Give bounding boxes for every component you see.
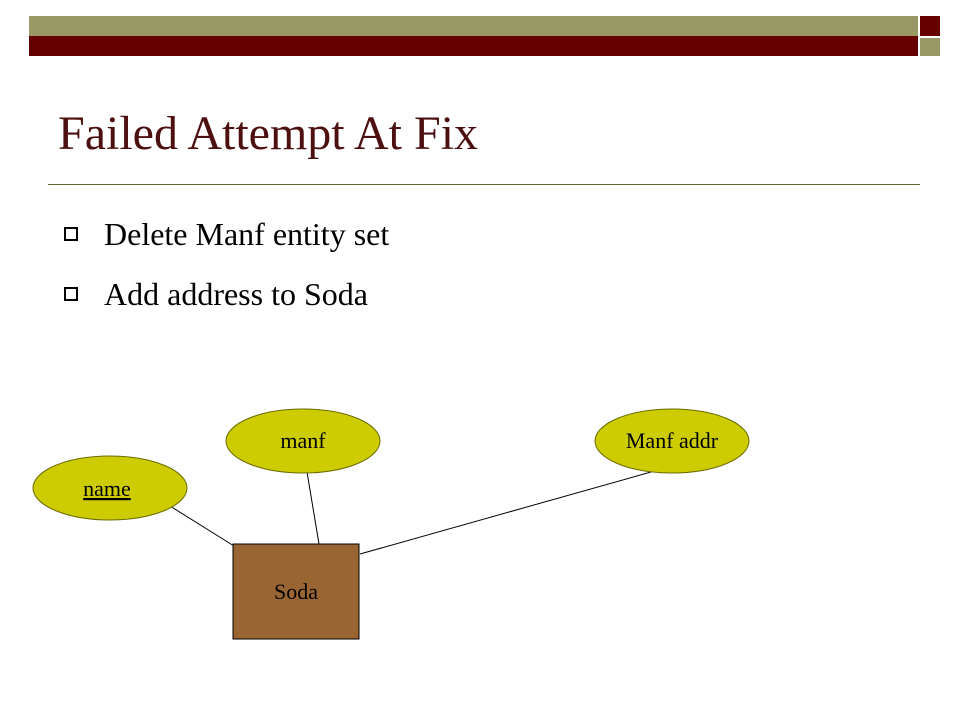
- hollow-square-bullet-icon: [64, 227, 78, 241]
- connector-manf-soda: [306, 471, 320, 545]
- bullet-text: Delete Manf entity set: [104, 215, 390, 252]
- attribute-manf-label: manf: [280, 428, 326, 453]
- bullet-list: Delete Manf entity set Add address to So…: [64, 204, 389, 324]
- attribute-manf-addr: [594, 408, 750, 474]
- slide-title: Failed Attempt At Fix: [58, 107, 479, 160]
- entity-soda: [232, 543, 360, 640]
- attribute-manf-addr-label: Manf addr: [626, 428, 719, 453]
- corner-olive-square: [920, 38, 940, 56]
- connector-manfaddr-soda: [359, 471, 652, 555]
- top-maroon-bar: [29, 36, 918, 56]
- bullet-item: Delete Manf entity set: [64, 204, 389, 264]
- corner-maroon-square: [920, 16, 940, 36]
- bullet-text: Add address to Soda: [104, 275, 368, 312]
- connector-name-soda: [169, 505, 235, 547]
- title-divider: [48, 184, 920, 185]
- top-olive-bar: [29, 16, 918, 36]
- entity-soda-label: Soda: [274, 579, 318, 604]
- attribute-manf: [225, 408, 381, 474]
- attribute-name: [32, 455, 188, 521]
- attribute-name-label: name: [83, 476, 131, 501]
- hollow-square-bullet-icon: [64, 287, 78, 301]
- bullet-item: Add address to Soda: [64, 264, 389, 324]
